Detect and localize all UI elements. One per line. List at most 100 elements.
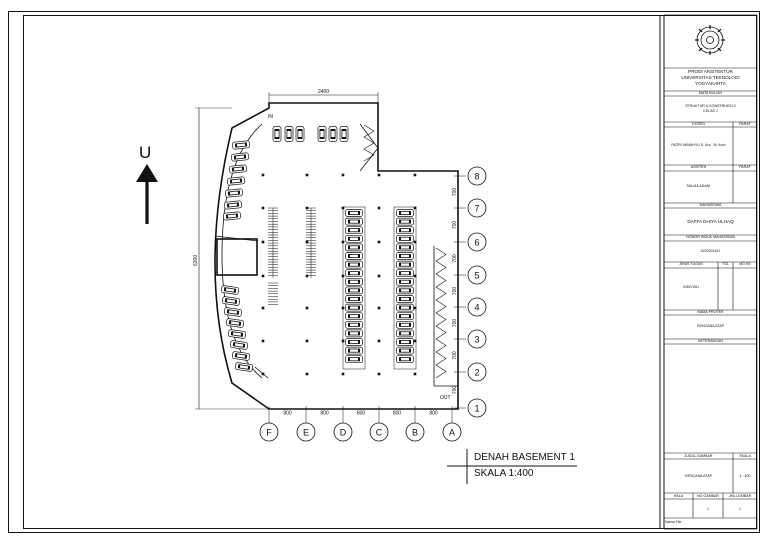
car-icon — [339, 126, 349, 142]
course-line: KELAS J — [703, 109, 718, 113]
column-dot — [413, 339, 417, 343]
grid-label: 3 — [474, 335, 479, 345]
student-header: MAHASISWA — [699, 203, 722, 207]
car-icon — [345, 209, 363, 217]
column-dot — [305, 306, 309, 310]
column-dot — [305, 339, 309, 343]
car-icon — [328, 126, 338, 142]
page-header: HALA — [673, 494, 684, 498]
column-dot — [377, 372, 381, 376]
structural-columns — [261, 173, 417, 376]
car-icon — [396, 277, 414, 286]
car-icon — [345, 277, 363, 286]
column-dot — [341, 306, 345, 310]
car-icon — [228, 329, 246, 339]
course-header: MATA KULIAH — [698, 91, 723, 95]
parking-cars — [221, 126, 417, 372]
column-dot — [261, 339, 265, 343]
column-dot — [261, 372, 265, 376]
car-icon — [345, 226, 363, 235]
column-dot — [377, 339, 381, 343]
grid-bubble-A: A — [442, 422, 462, 442]
column-dot — [341, 206, 345, 210]
sheet-outer-border — [8, 11, 760, 533]
parking-island — [393, 206, 417, 370]
column-spacing-dim: 800 — [357, 411, 366, 417]
grid-label: C — [376, 428, 383, 438]
grid-label: 8 — [474, 172, 479, 182]
car-icon — [345, 338, 363, 346]
grid-label: 4 — [474, 303, 479, 313]
grid-label: D — [340, 428, 347, 438]
car-icon — [272, 126, 282, 142]
column-dot — [413, 372, 417, 376]
grid-bubble-F: F — [259, 422, 279, 442]
task-type-header: JENIS TUGAS — [679, 262, 703, 266]
car-icon — [396, 329, 414, 338]
column-dot — [413, 274, 417, 278]
car-icon — [396, 252, 414, 260]
column-dot — [305, 274, 309, 278]
grid-bubble-D: D — [333, 422, 353, 442]
column-dot — [261, 306, 265, 310]
column-dot — [377, 306, 381, 310]
grid-label: 1 — [474, 404, 479, 414]
grid-bubble-4: 4 — [467, 297, 487, 317]
car-icon — [396, 226, 414, 235]
grid-label: F — [266, 428, 272, 438]
drawing-title: DENAH BASEMENT 1 — [474, 452, 575, 463]
drawing-scale-value: 1 : 400 — [739, 474, 751, 478]
grid-bubble-8: 8 — [467, 166, 487, 186]
north-label: U — [139, 143, 152, 162]
car-icon — [345, 303, 363, 312]
car-icon — [396, 312, 414, 321]
car-icon — [396, 260, 414, 269]
grid-bubble-2: 2 — [467, 362, 487, 382]
stall-markings — [268, 207, 316, 305]
car-icon — [225, 188, 243, 198]
drawing-no-value: 1 — [707, 507, 709, 511]
student-name: DAFFA DHIYA ULHAQ — [687, 219, 734, 224]
car-icon — [396, 303, 414, 312]
car-icon — [345, 320, 363, 329]
grid-label: 7 — [474, 204, 479, 214]
car-icon — [230, 340, 248, 350]
car-icon — [345, 243, 363, 252]
drawing-scale-header: SKALA — [739, 454, 751, 458]
grid-label: 2 — [474, 368, 479, 378]
lecturer-header: DOSEN — [692, 122, 705, 126]
row-spacing-dim: 700 — [452, 386, 458, 395]
car-icon — [221, 285, 239, 295]
file-name-label: Nama File — [665, 520, 682, 524]
grid-label: 5 — [474, 271, 479, 281]
project-name: RENCANA ATAP — [696, 324, 725, 328]
car-icon — [396, 243, 414, 252]
sheet-count-value: 1 — [739, 507, 741, 511]
north-arrow-icon — [136, 164, 158, 224]
exit-label: OUT — [440, 395, 451, 401]
column-dot — [261, 173, 265, 177]
column-spacing-dim: 800 — [320, 411, 329, 417]
grid-bubble-E: E — [296, 422, 316, 442]
task-type: INDIVIDU — [683, 285, 699, 289]
car-icon — [396, 217, 414, 226]
car-icon — [232, 351, 250, 361]
column-spacing-dim: 800 — [283, 411, 292, 417]
student-id: 5220301167 — [700, 249, 721, 253]
car-icon — [396, 355, 414, 364]
student-id-header: NOMOR INDUK MAHASISWA — [686, 235, 735, 239]
column-dot — [305, 372, 309, 376]
parking-island — [342, 206, 366, 370]
car-icon — [396, 209, 414, 217]
car-icon — [345, 234, 363, 243]
notes-header: KETERANGAN — [698, 339, 723, 343]
institution-line: PRODI ARSITEKTUR — [688, 69, 733, 74]
column-dot — [413, 306, 417, 310]
column-dot — [261, 206, 265, 210]
inner-walls — [214, 102, 458, 387]
car-icon — [223, 211, 241, 221]
institution-block: PRODI ARSITEKTUR UNIVERSITAS TEKNOLOGI Y… — [664, 69, 757, 87]
car-icon — [224, 307, 242, 317]
grid-label: B — [412, 428, 418, 438]
